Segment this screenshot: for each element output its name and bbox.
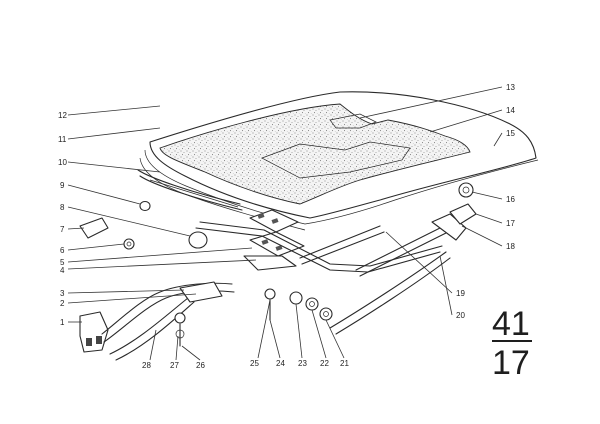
callout-12: 12 [58, 111, 67, 120]
callout-16: 16 [506, 195, 515, 204]
callout-labels: 12 11 10 9 8 7 6 5 4 3 2 1 13 14 15 16 1… [58, 83, 515, 370]
hinge-assembly [79, 209, 467, 361]
callout-22: 22 [320, 359, 329, 368]
section-code-top: 41 [492, 305, 530, 343]
callout-17: 17 [506, 219, 515, 228]
callout-28: 28 [142, 361, 151, 370]
callout-7: 7 [60, 225, 65, 234]
callout-10: 10 [58, 158, 67, 167]
callout-1: 1 [60, 318, 65, 327]
callout-27: 27 [170, 361, 179, 370]
section-code: 41 17 [492, 305, 532, 382]
callout-21: 21 [340, 359, 349, 368]
callout-20: 20 [456, 311, 465, 320]
callout-3: 3 [60, 289, 65, 298]
callout-6: 6 [60, 246, 65, 255]
callout-11: 11 [58, 135, 67, 144]
loose-hardware [79, 182, 477, 347]
callout-13: 13 [506, 83, 515, 92]
callout-4: 4 [60, 266, 65, 275]
callout-26: 26 [196, 361, 205, 370]
callout-15: 15 [506, 129, 515, 138]
callout-18: 18 [506, 242, 515, 251]
insulation-mat [159, 103, 471, 205]
leader-lines [67, 86, 503, 361]
callout-25: 25 [250, 359, 259, 368]
callout-2: 2 [60, 299, 65, 308]
callout-9: 9 [60, 181, 65, 190]
callout-19: 19 [456, 289, 465, 298]
callout-23: 23 [298, 359, 307, 368]
callout-5: 5 [60, 258, 65, 267]
seal-strip [137, 169, 243, 211]
callout-14: 14 [506, 106, 515, 115]
callout-24: 24 [276, 359, 285, 368]
section-code-bottom: 17 [492, 344, 530, 382]
callout-8: 8 [60, 203, 65, 212]
